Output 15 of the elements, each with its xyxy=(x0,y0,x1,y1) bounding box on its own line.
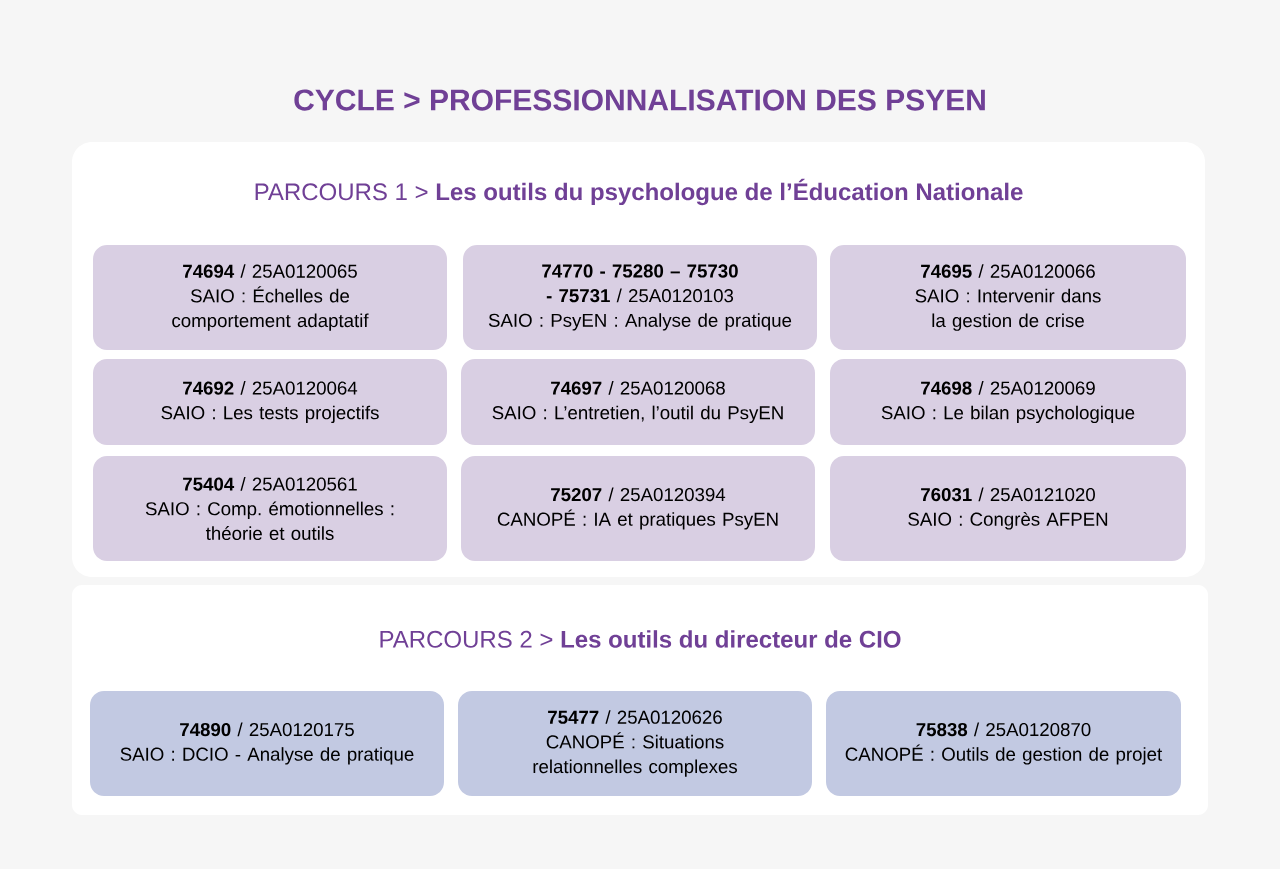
course-card: 74697 / 25A0120068 SAIO : L’entretien, l’outil du PsyEN xyxy=(461,359,815,445)
course-card: 75404 / 25A0120561 SAIO : Comp. émotionnelles : théorie et outils xyxy=(93,456,447,561)
course-card: 75477 / 25A0120626 CANOPÉ : Situations relationnelles complexes xyxy=(458,691,812,796)
course-card: 74692 / 25A0120064 SAIO : Les tests projectifs xyxy=(93,359,447,445)
title: CYCLE > PROFESSIONNALISATION DES PSYEN xyxy=(294,89,985,111)
course-card: 74695 / 25A0120066 SAIO : Intervenir dans la gestion de crise xyxy=(830,245,1186,350)
course-card: 74698 / 25A0120069 SAIO : Le bilan psychologique xyxy=(830,359,1186,445)
course-card: 74890 / 25A0120175 SAIO : DCIO - Analyse de pratique xyxy=(90,691,444,796)
course-card: 75838 / 25A0120870 CANOPÉ : Outils de gestion de projet xyxy=(826,691,1181,796)
course-card: 74770 - 75280 – 75730 - 75731 / 25A0120103 SAIO : PsyEN : Analyse de pratique xyxy=(463,245,817,350)
course-card: 75207 / 25A0120394 CANOPÉ : IA et pratiques PsyEN xyxy=(461,456,815,561)
course-card: 76031 / 25A0121020 SAIO : Congrès AFPEN xyxy=(830,456,1186,561)
section-heading: PARCOURS 2 > Les outils du directeur de CIO xyxy=(380,630,901,648)
course-card: 74694 / 25A0120065 SAIO : Échelles de comportement adaptatif xyxy=(93,245,447,350)
section-heading: PARCOURS 1 > Les outils du psychologue de l’Éducation Nationale xyxy=(255,178,1023,206)
